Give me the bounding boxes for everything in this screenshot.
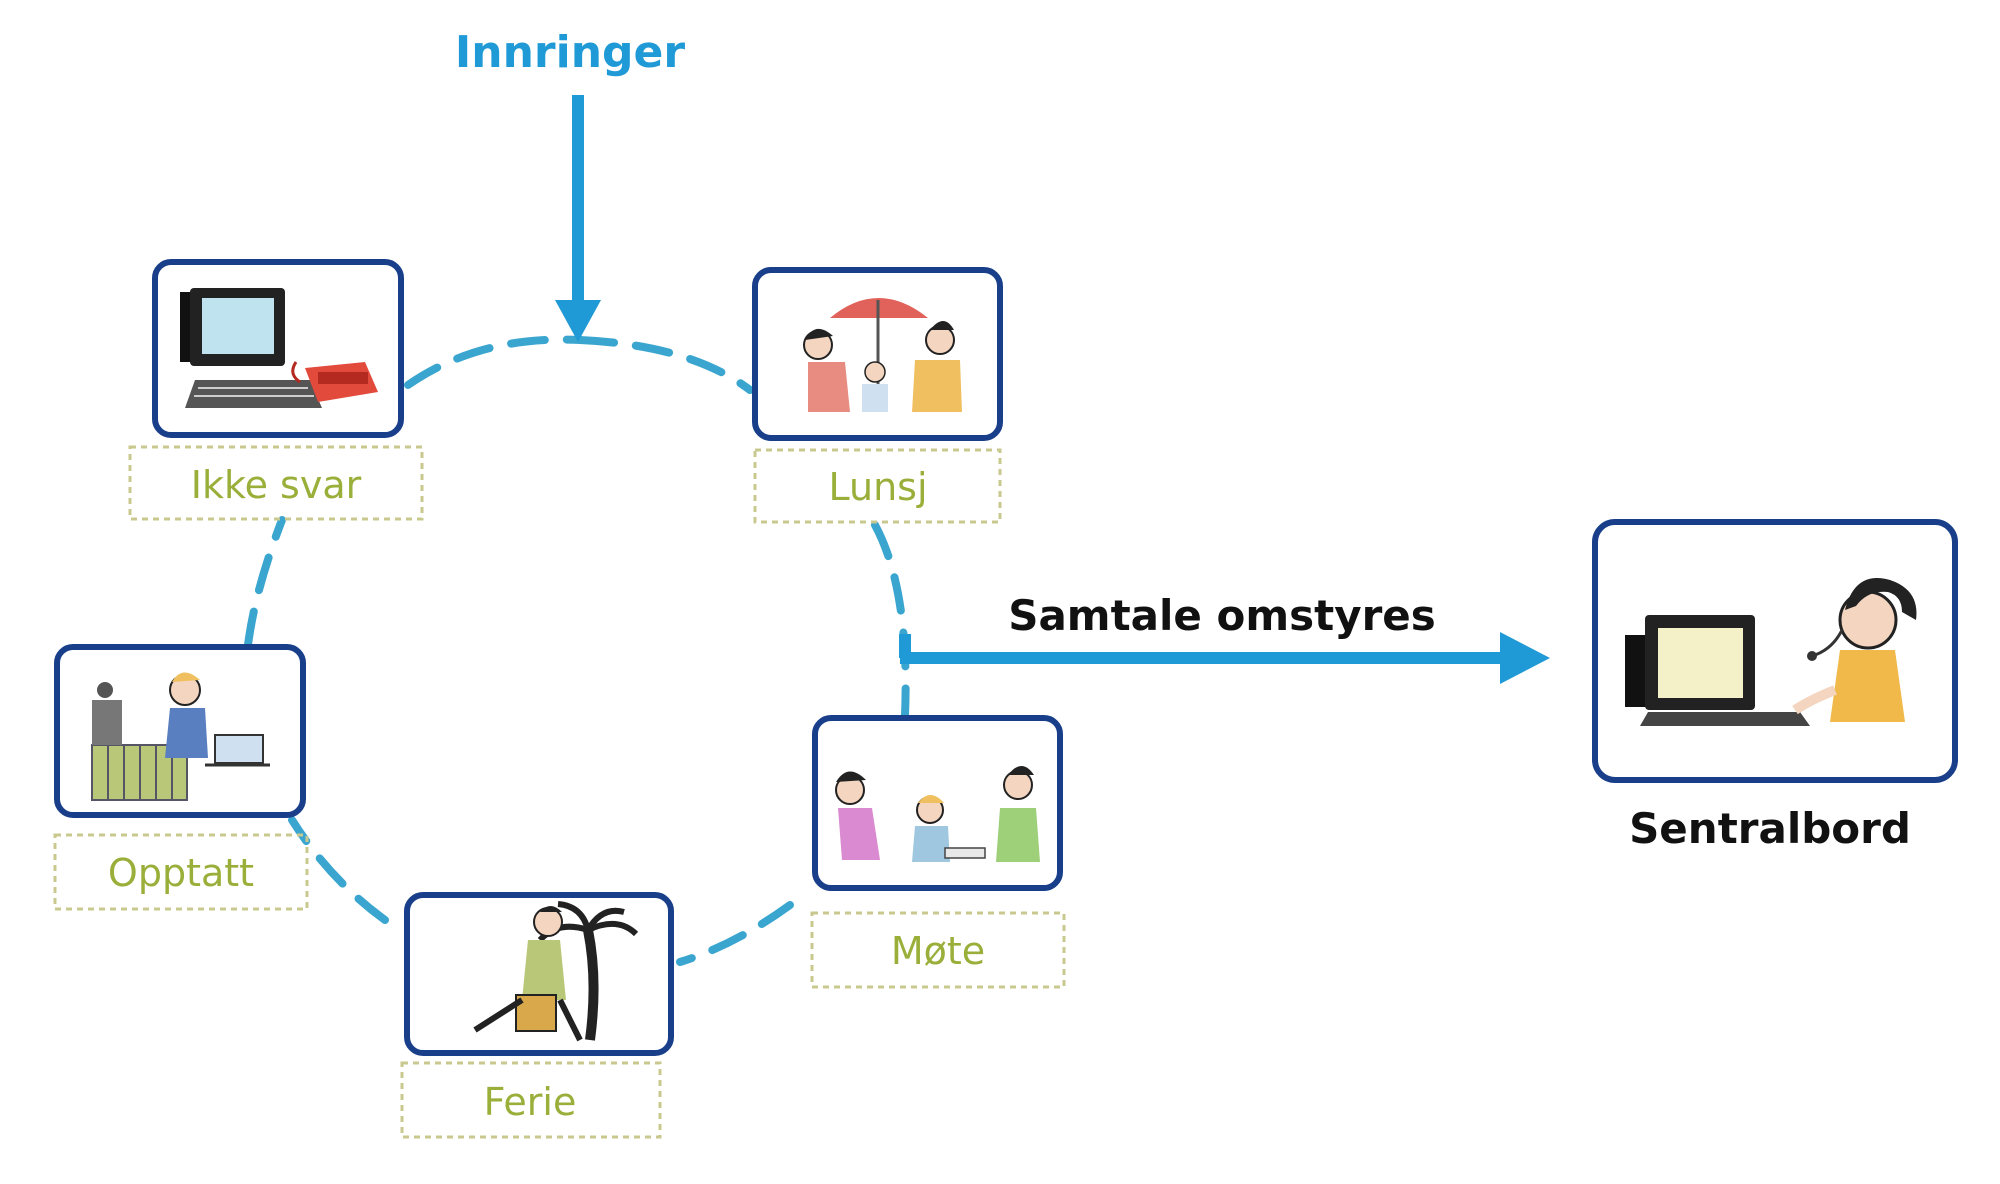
state-label-ferie: Ferie <box>484 1080 577 1124</box>
loop-segment-lunsj-to-mote <box>871 521 910 719</box>
state-label-box <box>128 445 424 521</box>
state-mote: Møte <box>810 715 1066 989</box>
state-label-mote: Møte <box>891 929 985 973</box>
state-label-lunsj: Lunsj <box>828 465 927 509</box>
state-label-box <box>400 1061 662 1139</box>
switchboard: Sentralbord <box>1592 519 1958 853</box>
state-opptatt: Opptatt <box>53 644 309 911</box>
state-ferie: Ferie <box>400 892 674 1139</box>
vacation-palm-tree-icon <box>473 901 639 1042</box>
incoming-caller-label: Innringer <box>455 27 685 78</box>
computer-and-telephone-icon <box>180 288 378 408</box>
meeting-people-icon <box>835 766 1040 862</box>
redirect-arrowhead <box>1500 632 1550 684</box>
switchboard-label: Sentralbord <box>1629 804 1911 853</box>
loop-segment-mote-to-ferie <box>676 901 794 966</box>
state-ikke-svar: Ikke svar <box>128 259 424 521</box>
state-label-box <box>810 911 1066 989</box>
loop-segment-ikke-svar-to-top <box>404 335 584 389</box>
dashed-loop <box>244 335 910 966</box>
incoming-arrowhead <box>555 300 601 342</box>
redirect-label: Samtale omstyres <box>1008 591 1436 640</box>
state-label-box <box>53 833 309 911</box>
lunch-under-umbrella-icon <box>803 298 962 412</box>
loop-segment-opptatt-to-ikke-svar <box>244 516 286 649</box>
switchboard-operator-icon <box>1625 578 1917 726</box>
busy-person-on-phone-icon <box>91 672 270 801</box>
state-label-opptatt: Opptatt <box>108 851 254 895</box>
state-lunsj: Lunsj <box>752 267 1003 524</box>
loop-segment-top-to-lunsj <box>576 336 754 394</box>
incoming-call-arrow <box>555 95 601 342</box>
redirect-arrow <box>899 632 1550 684</box>
state-label-ikke-svar: Ikke svar <box>191 463 362 507</box>
state-label-box <box>753 448 1002 524</box>
loop-segment-ferie-to-opptatt <box>288 816 389 924</box>
